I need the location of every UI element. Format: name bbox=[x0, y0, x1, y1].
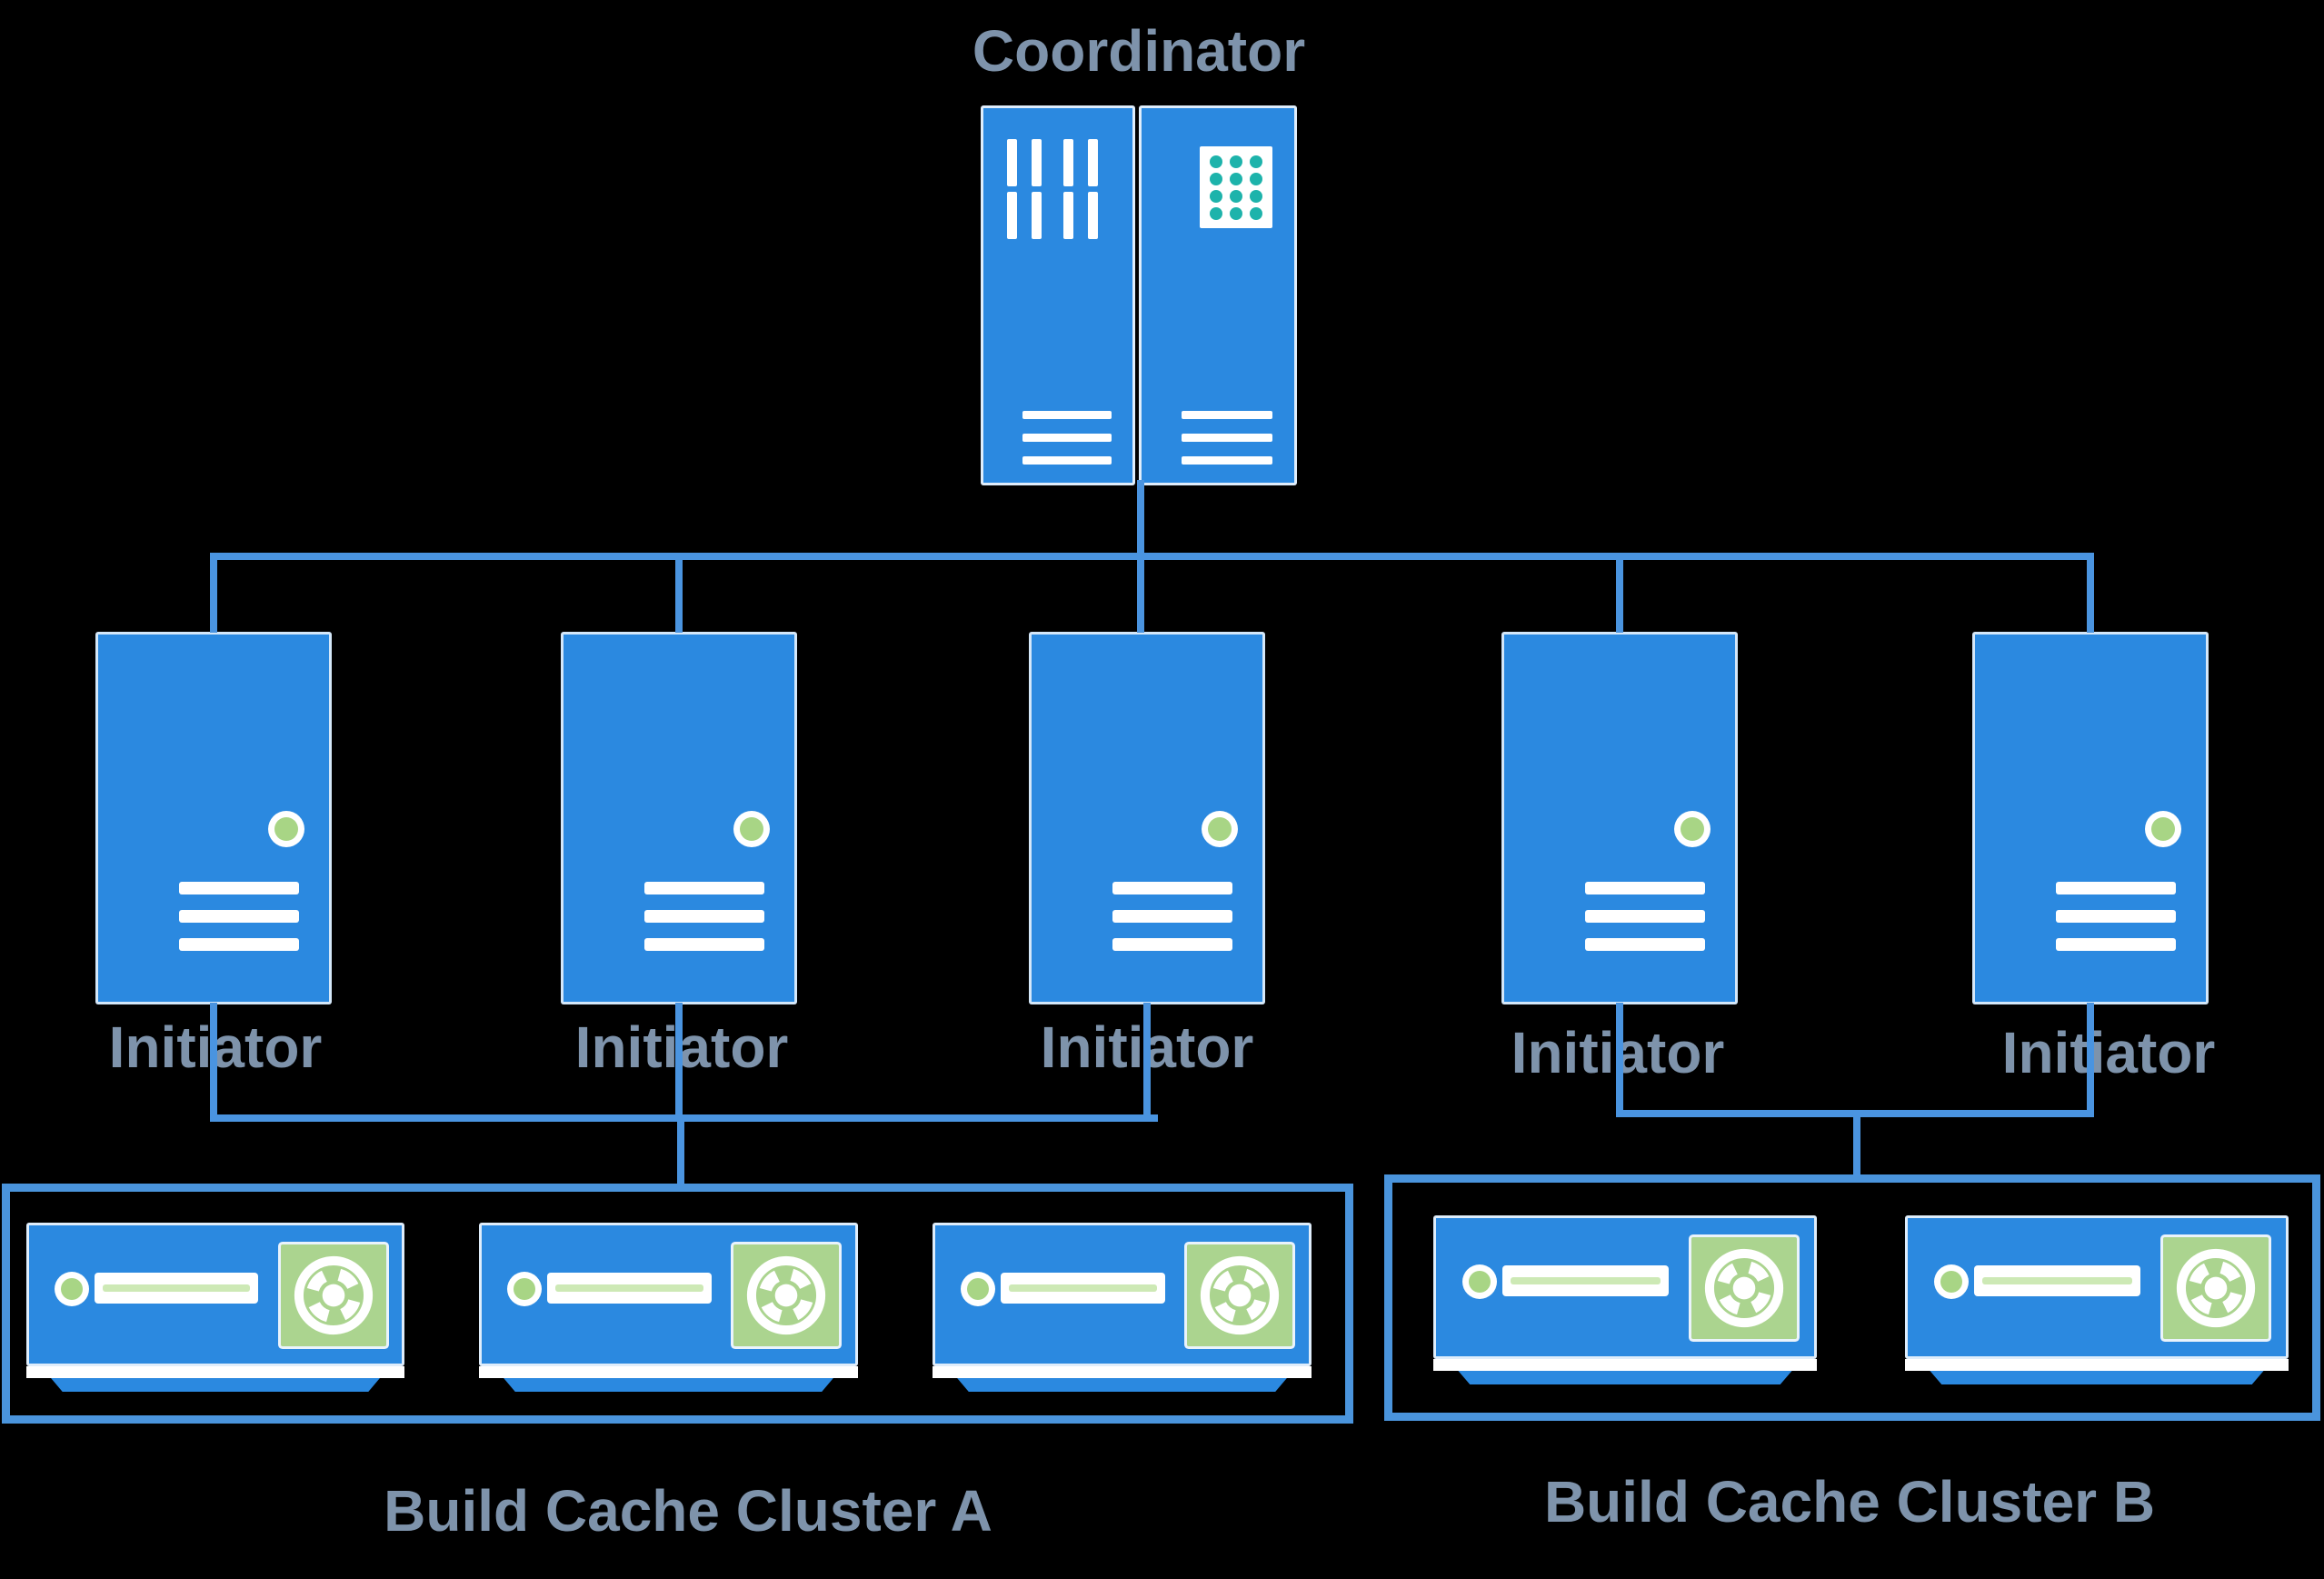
server-tower-icon bbox=[1972, 632, 2209, 1004]
cache-server-front bbox=[26, 1223, 404, 1366]
connector-drop-initiator-4 bbox=[1616, 558, 1623, 633]
connector-drop-initiator-1 bbox=[210, 558, 217, 633]
drive-slot bbox=[94, 1272, 259, 1304]
coordinator-label: Coordinator bbox=[972, 18, 1306, 84]
server-tower-icon bbox=[95, 632, 332, 1004]
cluster-b-label: Build Cache Cluster B bbox=[1543, 1469, 2156, 1534]
cluster-a-box bbox=[2, 1184, 1353, 1424]
drive-slot bbox=[1501, 1264, 1669, 1296]
device-base bbox=[1930, 1371, 2264, 1384]
connector-down-initiator-2 bbox=[675, 1003, 683, 1122]
status-light-icon bbox=[268, 811, 304, 848]
connector-drop-cluster-b bbox=[1853, 1117, 1860, 1176]
device-stand bbox=[933, 1366, 1312, 1378]
cache-server-icon bbox=[26, 1223, 404, 1392]
drive-slot bbox=[1000, 1272, 1165, 1304]
vent-lines-icon bbox=[643, 866, 764, 951]
fan-disk-icon bbox=[280, 1244, 386, 1347]
cache-server-front bbox=[1905, 1215, 2289, 1359]
cluster-b-box bbox=[1384, 1174, 2320, 1421]
status-light-icon bbox=[1461, 1264, 1497, 1299]
server-tower-icon bbox=[1029, 632, 1265, 1004]
fan-disk-icon bbox=[733, 1244, 840, 1347]
status-light-icon bbox=[1202, 811, 1238, 848]
vent-lines-icon bbox=[1022, 396, 1112, 465]
dot-grid-icon bbox=[1200, 146, 1272, 228]
cache-server-icon bbox=[479, 1223, 858, 1392]
connector-join-left-group bbox=[210, 1114, 1158, 1122]
connector-down-initiator-1 bbox=[210, 1003, 217, 1122]
connector-down-initiator-5 bbox=[2087, 1003, 2094, 1117]
device-base bbox=[957, 1378, 1287, 1392]
vent-lines-icon bbox=[178, 866, 299, 951]
cache-server-icon bbox=[1905, 1215, 2289, 1384]
rack-tower-right bbox=[1139, 105, 1297, 485]
cluster-a-label: Build Cache Cluster A bbox=[384, 1478, 992, 1544]
fan-disk-icon bbox=[1187, 1244, 1293, 1347]
drive-slot bbox=[1973, 1264, 2140, 1296]
device-stand bbox=[1433, 1359, 1817, 1371]
drive-slot bbox=[546, 1272, 712, 1304]
cache-server-front bbox=[1433, 1215, 1817, 1359]
connector-drop-initiator-5 bbox=[2087, 558, 2094, 633]
cache-server-front bbox=[933, 1223, 1312, 1366]
vent-lines-icon bbox=[1181, 396, 1273, 465]
status-light-icon bbox=[961, 1271, 996, 1306]
vent-slats-icon bbox=[1007, 139, 1103, 241]
connector-join-right-group bbox=[1616, 1110, 2094, 1117]
device-base bbox=[504, 1378, 833, 1392]
initiator-label-5: Initiator bbox=[2001, 1020, 2216, 1085]
status-light-icon bbox=[55, 1271, 90, 1306]
connector-bus bbox=[210, 553, 2094, 560]
device-base bbox=[1458, 1371, 1792, 1384]
vent-lines-icon bbox=[2055, 866, 2176, 951]
connector-down-initiator-3 bbox=[1143, 1003, 1151, 1122]
fan-disk-icon bbox=[1691, 1237, 1797, 1340]
connector-drop-initiator-2 bbox=[675, 558, 683, 633]
server-tower-icon bbox=[1501, 632, 1738, 1004]
fan-disk-icon bbox=[2162, 1237, 2269, 1340]
connector-down-initiator-4 bbox=[1616, 1003, 1623, 1117]
device-stand bbox=[479, 1366, 858, 1378]
device-base bbox=[51, 1378, 380, 1392]
cache-server-icon bbox=[933, 1223, 1312, 1392]
status-light-icon bbox=[1674, 811, 1711, 848]
status-light-icon bbox=[733, 811, 770, 848]
status-light-icon bbox=[1933, 1264, 1969, 1299]
device-stand bbox=[26, 1366, 404, 1378]
vent-lines-icon bbox=[1112, 866, 1232, 951]
status-light-icon bbox=[507, 1271, 543, 1306]
cache-server-front bbox=[479, 1223, 858, 1366]
connector-drop-cluster-a bbox=[677, 1122, 684, 1185]
cache-server-icon bbox=[1433, 1215, 1817, 1384]
status-light-icon bbox=[2145, 811, 2181, 848]
server-tower-icon bbox=[561, 632, 797, 1004]
vent-lines-icon bbox=[1584, 866, 1705, 951]
rack-tower-left bbox=[981, 105, 1135, 485]
device-stand bbox=[1905, 1359, 2289, 1371]
